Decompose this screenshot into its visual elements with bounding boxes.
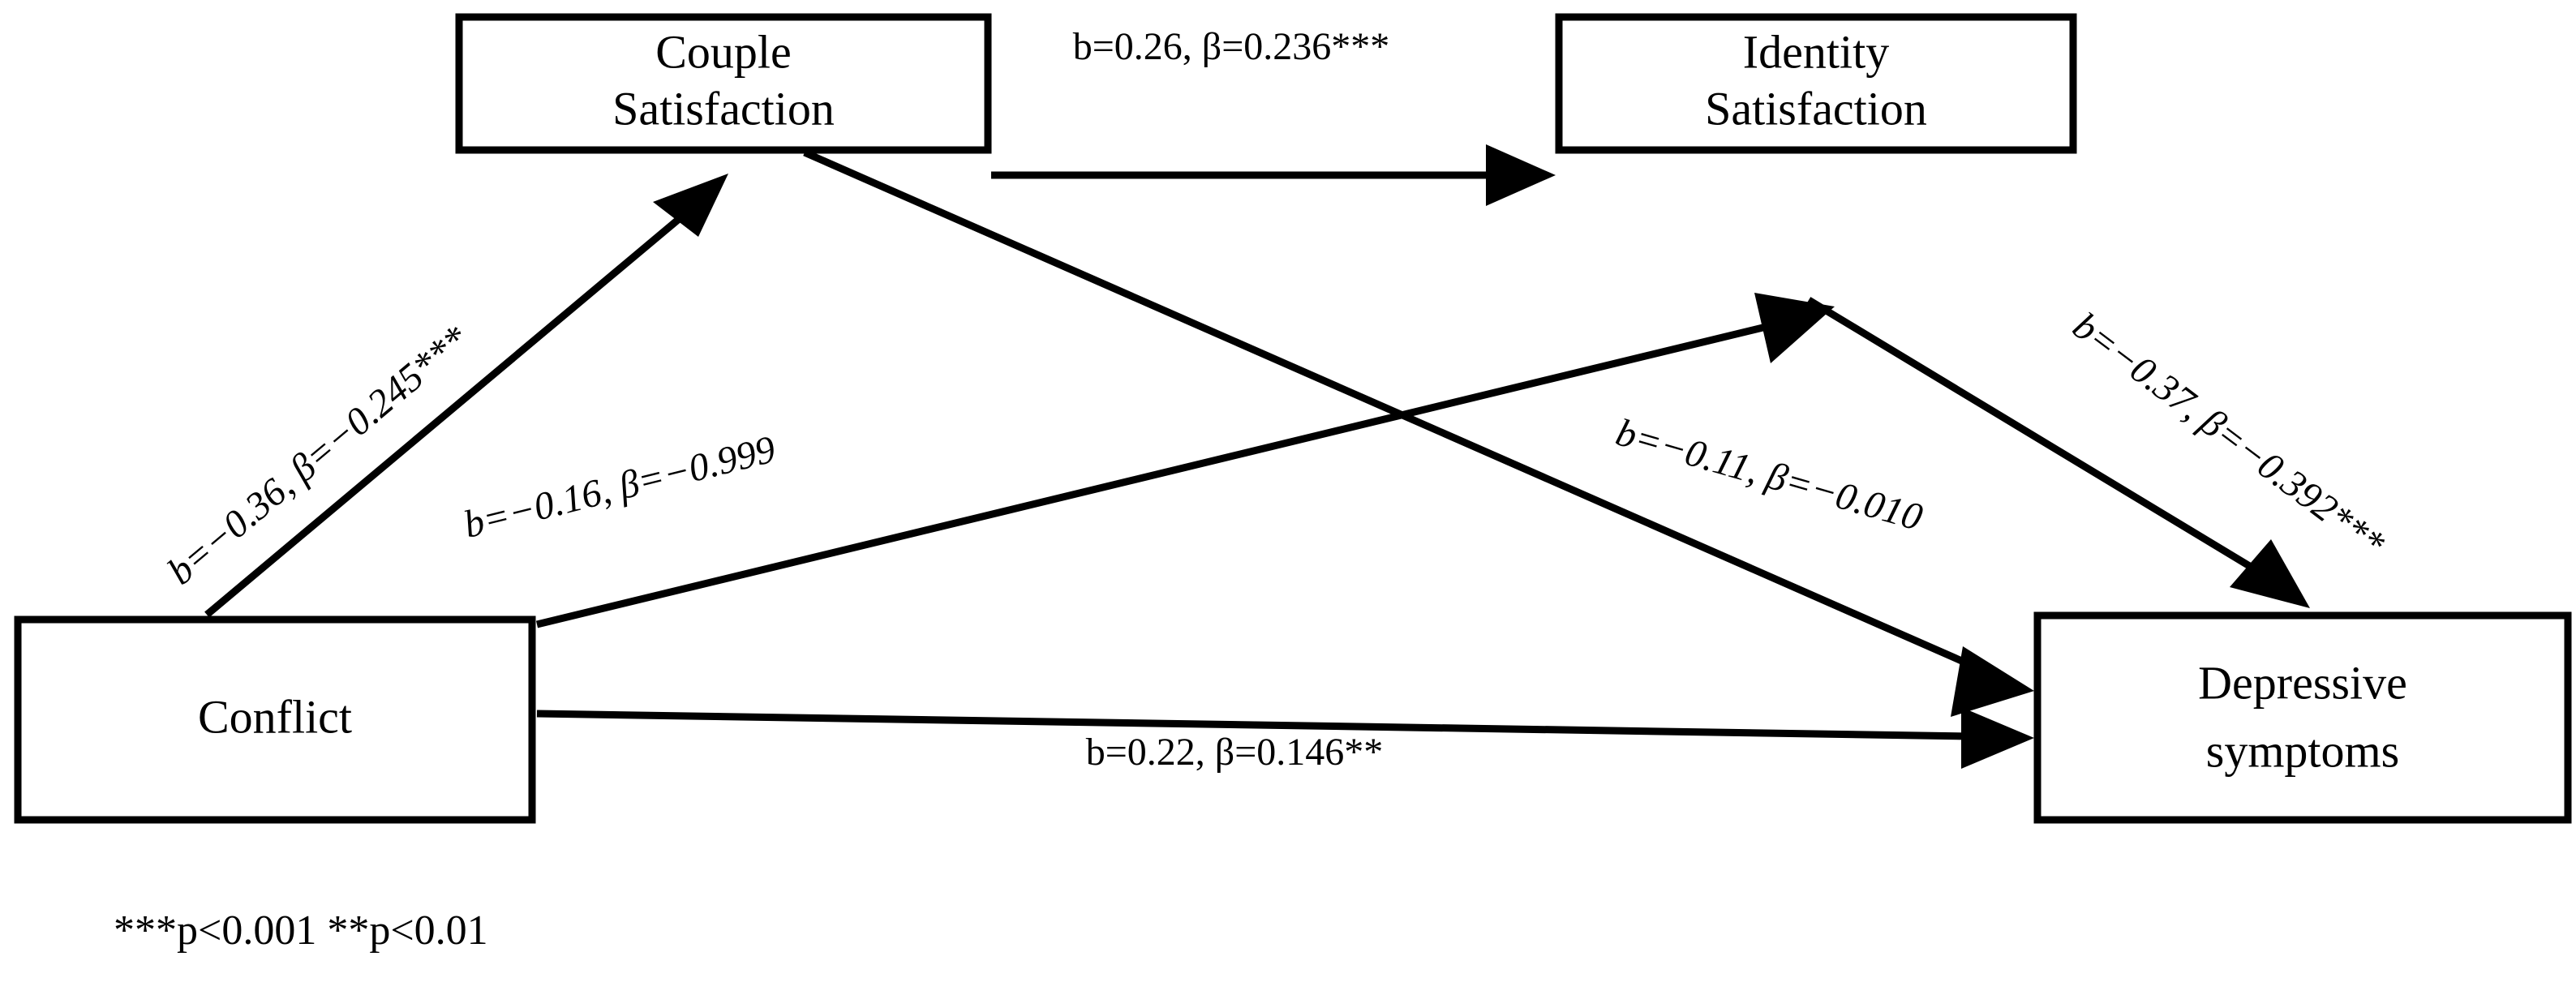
node-conflict[interactable]: Conflict (14, 615, 536, 824)
edge-conflict-to-depressive-symptoms (536, 707, 2034, 769)
edge-line-conflict-to-depressive (536, 710, 1972, 740)
node-box-identity-satisfaction[interactable] (1555, 13, 2077, 154)
node-depressive-symptoms[interactable]: Depressive symptoms (2033, 611, 2572, 824)
edge-identity-satisfaction-to-depressive-symptoms (1806, 297, 2310, 608)
node-label-depressive-symptoms-line2: symptoms (2206, 724, 2400, 777)
edge-conflict-to-identity-satisfaction (535, 293, 1835, 628)
edge-label-conflict-to-depressive: b=0.22, β=0.146** (1086, 731, 1384, 774)
edge-line-couple-to-depressive (803, 148, 1973, 669)
edge-line-conflict-to-couple (204, 204, 696, 618)
edge-line-conflict-to-identity (535, 320, 1778, 628)
node-label-identity-satisfaction-line2: Satisfaction (1705, 82, 1927, 135)
arrowhead-conflict-to-identity (1754, 293, 1835, 363)
node-identity-satisfaction[interactable]: Identity Satisfaction (1555, 13, 2077, 154)
edge-couple-satisfaction-to-depressive-symptoms (803, 148, 2034, 717)
edge-label-identity-to-depressive: b=−0.37, β=−0.392*** (2065, 304, 2393, 565)
edge-line-identity-to-depressive (1806, 297, 2265, 577)
edge-label-conflict-to-couple: b=−0.36, β=−0.245*** (160, 318, 477, 594)
edge-couple-satisfaction-to-identity-satisfaction (991, 144, 1556, 206)
edge-label-conflict-to-identity: b=−0.16, β=−0.999 (460, 427, 780, 547)
edge-label-couple-to-identity: b=0.26, β=0.236*** (1073, 25, 1390, 68)
node-box-couple-satisfaction[interactable] (455, 13, 992, 154)
arrowhead-couple-to-identity (1486, 144, 1556, 206)
edge-label-couple-to-depressive: b=−0.11, β=−0.010 (1612, 410, 1927, 538)
node-label-identity-satisfaction-line1: Identity (1743, 25, 1889, 78)
arrowhead-couple-to-depressive (1951, 646, 2034, 717)
node-label-conflict: Conflict (198, 690, 352, 743)
arrowhead-conflict-to-couple (653, 174, 728, 237)
node-couple-satisfaction[interactable]: Couple Satisfaction (455, 13, 992, 154)
edge-conflict-to-couple-satisfaction (204, 174, 728, 618)
significance-footnote: ***p<0.001 **p<0.01 (114, 907, 488, 954)
node-label-couple-satisfaction-line1: Couple (655, 25, 792, 78)
node-label-couple-satisfaction-line2: Satisfaction (612, 82, 835, 135)
node-box-depressive-symptoms[interactable] (2033, 611, 2572, 824)
node-label-depressive-symptoms-line1: Depressive (2198, 656, 2407, 709)
node-box-conflict[interactable] (14, 615, 536, 824)
arrowhead-identity-to-depressive (2230, 539, 2310, 608)
arrowhead-conflict-to-depressive (1961, 707, 2034, 769)
